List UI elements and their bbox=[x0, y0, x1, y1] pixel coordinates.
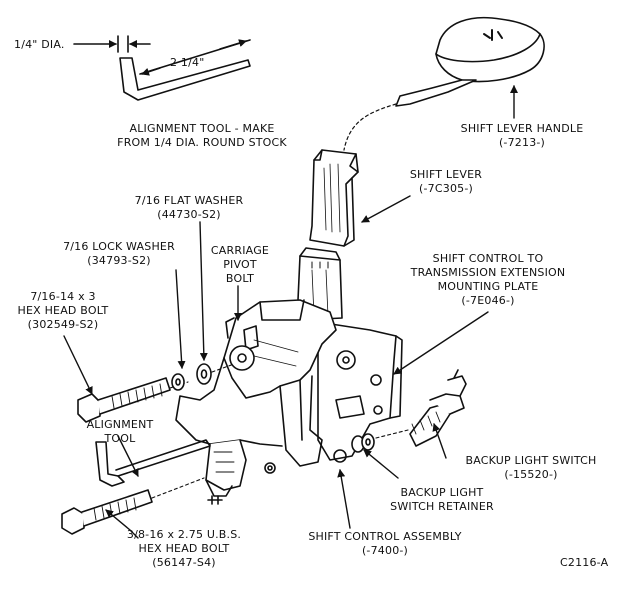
shift-control-assembly-name: SHIFT CONTROL ASSEMBLY bbox=[308, 530, 462, 543]
shift-lever-handle-part bbox=[395, 16, 545, 107]
mounting-plate-label: SHIFT CONTROL TO TRANSMISSION EXTENSION … bbox=[398, 252, 578, 308]
mounting-plate-line-3: MOUNTING PLATE bbox=[437, 280, 539, 293]
hex-head-bolt-3-8-part bbox=[61, 477, 205, 535]
hex-head-bolt-7-16-label: 7/16-14 x 3 HEX HEAD BOLT (302549-S2) bbox=[8, 290, 118, 332]
backup-light-switch-name: BACKUP LIGHT SWITCH bbox=[465, 454, 597, 467]
backup-light-switch-retainer-line-1: BACKUP LIGHT bbox=[400, 486, 484, 499]
lock-washer-label: 7/16 LOCK WASHER (34793-S2) bbox=[54, 240, 184, 268]
alignment-tool-make-label: ALIGNMENT TOOL - MAKE FROM 1/4 DIA. ROUN… bbox=[112, 122, 292, 150]
backup-light-switch-part bbox=[375, 369, 467, 447]
shift-lever-handle-name: SHIFT LEVER HANDLE bbox=[460, 122, 584, 135]
mounting-plate-part bbox=[317, 321, 403, 463]
hex-head-bolt-3-8-label: 3/8-16 x 2.75 U.B.S. HEX HEAD BOLT (5614… bbox=[104, 528, 264, 570]
shift-lever-label: SHIFT LEVER (-7C305-) bbox=[406, 168, 486, 196]
flat-washer-part-number: (44730-S2) bbox=[157, 208, 221, 221]
quarter-dia-label: 1/4" DIA. bbox=[14, 38, 65, 51]
alignment-tool-label: ALIGNMENT TOOL bbox=[80, 418, 160, 446]
leader-lines bbox=[63, 85, 518, 539]
hex-head-bolt-7-16-part-number: (302549-S2) bbox=[27, 318, 99, 331]
alignment-tool-line-1: ALIGNMENT bbox=[86, 418, 154, 431]
mounting-plate-line-2: TRANSMISSION EXTENSION bbox=[410, 266, 566, 279]
mounting-plate-line-1: SHIFT CONTROL TO bbox=[432, 252, 544, 265]
shift-lever-part bbox=[309, 149, 359, 247]
shift-control-assembly-label: SHIFT CONTROL ASSEMBLY (-7400-) bbox=[300, 530, 470, 558]
hex-head-bolt-3-8-name: HEX HEAD BOLT bbox=[138, 542, 230, 555]
shift-lever-name: SHIFT LEVER bbox=[409, 168, 483, 181]
alignment-tool-make-line-2: FROM 1/4 DIA. ROUND STOCK bbox=[117, 136, 287, 149]
mounting-plate-part-number: (-7E046-) bbox=[461, 294, 515, 307]
lock-washer-part-number: (34793-S2) bbox=[87, 254, 151, 267]
carriage-pivot-bolt-line-1: CARRIAGE bbox=[210, 244, 270, 257]
lock-washer-part bbox=[171, 373, 185, 391]
hex-head-bolt-3-8-part-number: (56147-S4) bbox=[152, 556, 216, 569]
backup-light-switch-retainer-line-2: SWITCH RETAINER bbox=[390, 500, 494, 513]
shift-lever-handle-part-number: (-7213-) bbox=[498, 136, 546, 149]
carriage-pivot-bolt-line-2: PIVOT bbox=[223, 258, 257, 271]
backup-light-switch-retainer-part bbox=[351, 433, 375, 453]
flat-washer-name: 7/16 FLAT WASHER bbox=[134, 194, 244, 207]
backup-light-switch-part-number: (-15520-) bbox=[504, 468, 558, 481]
alignment-tool-line-2: TOOL bbox=[104, 432, 136, 445]
shift-control-assembly-part bbox=[175, 299, 337, 505]
hex-head-bolt-7-16-name: HEX HEAD BOLT bbox=[17, 304, 109, 317]
flat-washer-part bbox=[196, 363, 212, 385]
hex-head-bolt-7-16-size: 7/16-14 x 3 bbox=[30, 290, 96, 303]
backup-light-switch-retainer-label: BACKUP LIGHT SWITCH RETAINER bbox=[382, 486, 502, 514]
hex-head-bolt-3-8-size: 3/8-16 x 2.75 U.B.S. bbox=[126, 528, 242, 541]
shift-control-assembly-part-number: (-7400-) bbox=[361, 544, 409, 557]
flat-washer-label: 7/16 FLAT WASHER (44730-S2) bbox=[124, 194, 254, 222]
shift-lever-part-number: (-7C305-) bbox=[419, 182, 473, 195]
carriage-pivot-bolt-line-3: BOLT bbox=[225, 272, 255, 285]
backup-light-switch-label: BACKUP LIGHT SWITCH (-15520-) bbox=[456, 454, 606, 482]
shift-lever-handle-label: SHIFT LEVER HANDLE (-7213-) bbox=[452, 122, 592, 150]
figure-id: C2116-A bbox=[560, 556, 609, 569]
lock-washer-name: 7/16 LOCK WASHER bbox=[63, 240, 175, 253]
alignment-tool-make-line-1: ALIGNMENT TOOL - MAKE bbox=[129, 122, 275, 135]
alignment-tool-lower bbox=[95, 439, 211, 487]
hex-head-bolt-7-16-part bbox=[77, 377, 189, 423]
two-quarter-label: 2 1/4" bbox=[170, 56, 205, 69]
alignment-tool-top bbox=[73, 35, 251, 101]
carriage-pivot-bolt-label: CARRIAGE PIVOT BOLT bbox=[210, 244, 270, 286]
